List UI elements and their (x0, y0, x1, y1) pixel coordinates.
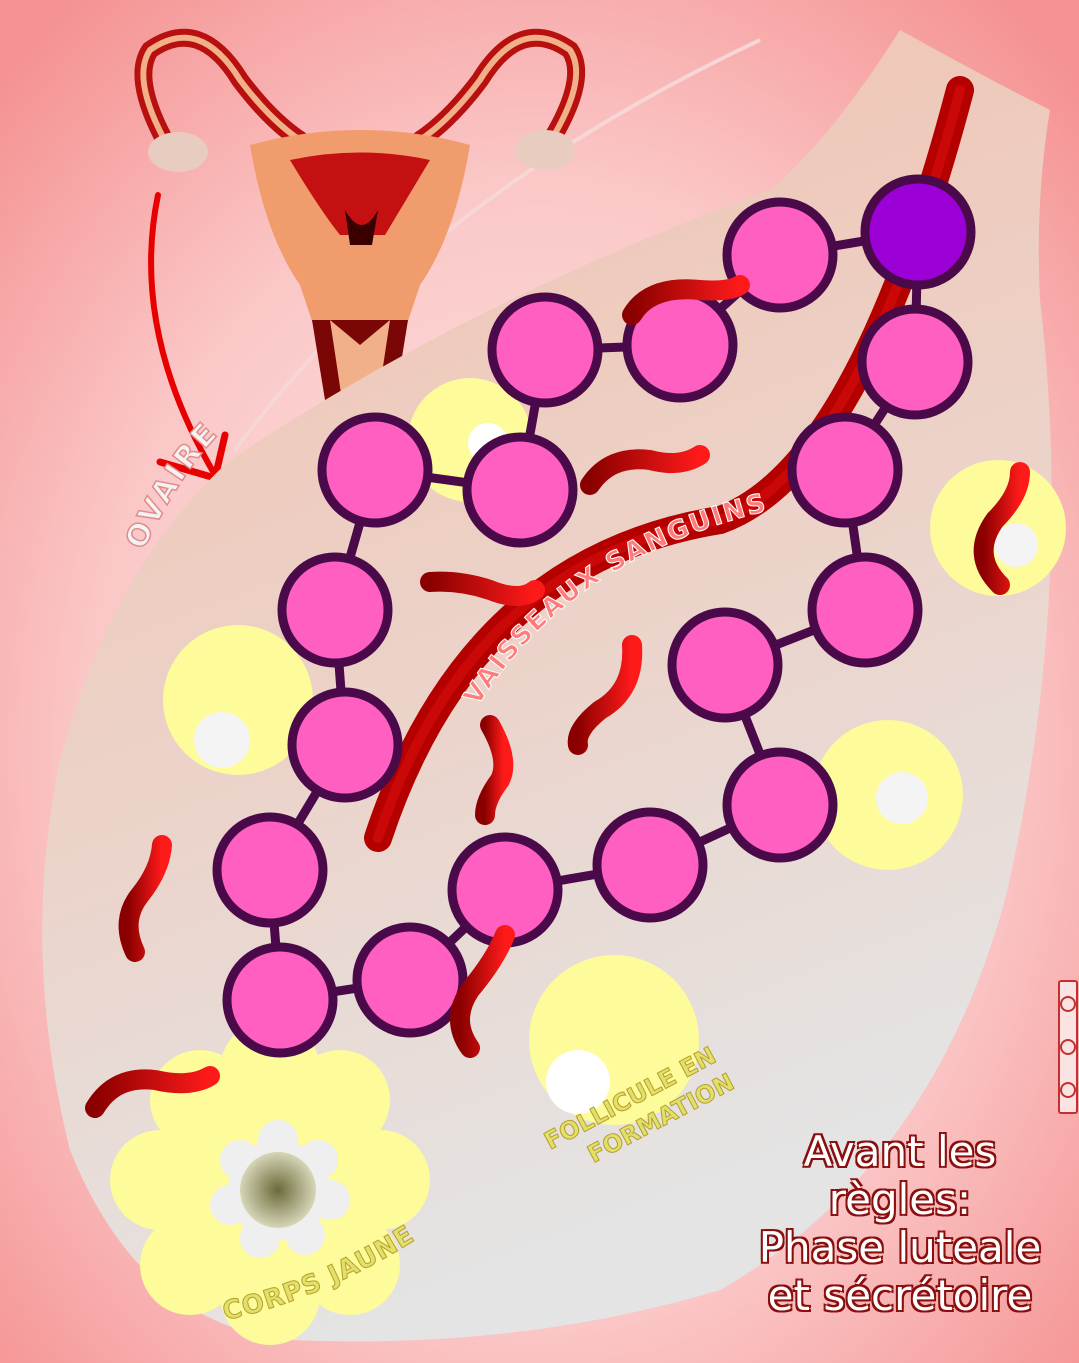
cell (467, 437, 573, 543)
title-line3: Phase luteale (700, 1224, 1079, 1272)
follicle-oocyte (876, 772, 928, 824)
cell (792, 417, 898, 523)
cell (282, 557, 388, 663)
cell (322, 417, 428, 523)
cell (672, 612, 778, 718)
cell (357, 927, 463, 1033)
cell (862, 309, 968, 415)
title-line2: règles: (700, 1176, 1079, 1224)
cell (597, 812, 703, 918)
cell (492, 297, 598, 403)
cell (727, 752, 833, 858)
cell (292, 692, 398, 798)
egg-cell (865, 179, 971, 285)
by-icon (1060, 1039, 1076, 1055)
cc-icon (1060, 996, 1076, 1012)
cell (227, 947, 333, 1053)
title-line1: Avant les (700, 1128, 1079, 1176)
sa-icon (1060, 1082, 1076, 1098)
follicle-oocyte (194, 712, 250, 768)
creative-commons-badge-icon (1058, 980, 1078, 1114)
cell (217, 817, 323, 923)
cell (812, 557, 918, 663)
title-line4: et sécrétoire (700, 1272, 1079, 1320)
phase-title: Avant les règles: Phase luteale et sécré… (700, 1128, 1079, 1320)
